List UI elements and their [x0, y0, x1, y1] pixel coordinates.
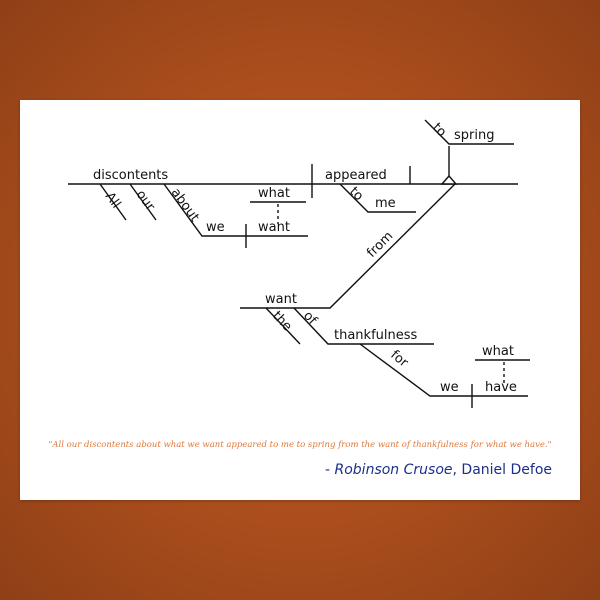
word-have: have — [485, 380, 517, 395]
book-title: Robinson Crusoe — [334, 462, 453, 478]
modifier-line-the — [265, 307, 301, 345]
word-to-2: to — [429, 120, 449, 140]
prep-line-from — [240, 183, 456, 309]
infinitive-line — [424, 119, 514, 145]
word-want-2: want — [265, 292, 297, 307]
prep-line-for — [359, 343, 528, 397]
prep-line-about — [163, 183, 308, 237]
diagram-card: discontents All our about we want what a… — [20, 100, 580, 500]
attribution: - Robinson Crusoe, Daniel Defoe — [325, 462, 552, 478]
word-me: me — [375, 196, 396, 211]
word-the: the — [269, 308, 295, 334]
attribution-dash: - — [324, 462, 335, 478]
word-thankfulness: thankfulness — [334, 328, 418, 343]
word-want-1: want — [258, 220, 290, 235]
word-of: of — [300, 308, 320, 328]
word-from: from — [364, 229, 396, 261]
modifier-line-all — [99, 183, 127, 221]
word-spring: spring — [454, 128, 494, 143]
quote-text: "All our discontents about what we want … — [48, 440, 552, 450]
modifier-line-our — [129, 183, 157, 221]
attribution-separator: , — [452, 462, 462, 478]
prep-line-to-me — [339, 183, 416, 213]
word-we-1: we — [206, 220, 225, 235]
word-we-2: we — [440, 380, 459, 395]
sentence-diagram: discontents All our about we want what a… — [68, 119, 530, 408]
word-all: All — [102, 190, 124, 212]
word-about: about — [168, 186, 202, 225]
word-our: our — [133, 188, 158, 215]
word-what-2: what — [482, 344, 514, 359]
word-discontents: discontents — [93, 168, 168, 183]
word-to-1: to — [346, 184, 366, 204]
word-what-1: what — [258, 186, 290, 201]
author-name: Daniel Defoe — [461, 462, 552, 478]
prep-line-of — [293, 307, 434, 345]
pedestal-triangle — [440, 174, 458, 185]
word-appeared: appeared — [325, 168, 387, 183]
